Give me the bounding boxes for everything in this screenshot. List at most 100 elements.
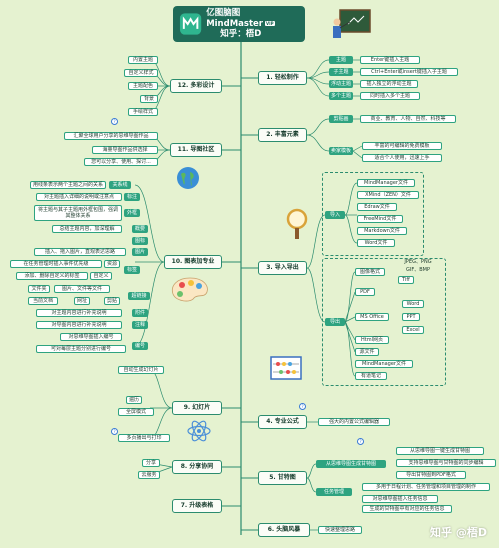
leaf-organize-thoughts[interactable]: 快速整理思路 [318,526,362,534]
branch-import-export[interactable]: 3. 导入导出 [258,261,307,275]
leaf-quick-start[interactable]: 适合个人使用，迅速上手 [362,154,442,162]
import-xmind[interactable]: XMind（ZEN）文件 [357,191,419,199]
branch-slides[interactable]: 9. 幻灯片 [172,401,222,415]
export-ms-office[interactable]: MS Office [355,313,389,321]
sub-import[interactable]: 导入 [325,211,345,219]
leaf-gantt-one-click[interactable]: 从思维导图一键生成甘特图 [396,447,484,455]
leaf-attachment[interactable]: 对主题内容进行补充说明 [36,309,122,317]
sub-floating-topic[interactable]: 浮动主题 [329,80,353,88]
leaf-community-discuss[interactable]: 您可以分享、使用、探讨... [84,158,158,166]
leaf-folder[interactable]: 文件夹 [28,285,50,293]
leaf-formula-editor[interactable]: 强大的内置公式编辑器 [318,418,390,426]
info-marker-icon[interactable]: ? [357,438,364,445]
sub-picture[interactable]: 图片 [132,248,148,256]
export-word[interactable]: Word [402,300,424,308]
branch-brainstorm-label[interactable]: 6. 头脑风暴 [258,523,310,537]
import-word[interactable]: Word文件 [357,239,395,247]
branch-easy-create[interactable]: 1. 轻松制作 [258,71,307,85]
sub-numbering[interactable]: 编号 [132,342,148,350]
sub-relation-line[interactable]: 关系线 [109,181,131,189]
mini-clip[interactable]: 剪贴 [104,297,120,305]
info-marker-icon[interactable]: ? [111,428,118,435]
leaf-gantt-pdf[interactable]: 导出甘特图到PDF格式 [396,471,466,479]
leaf-insert-task-info[interactable]: 对思维导图插入任务信息 [362,495,438,503]
export-image-formats[interactable]: 图像格式 [355,268,385,276]
export-tiff[interactable]: Tiff [398,276,414,284]
leaf-custom-tag[interactable]: 添加、删除自定义的标签 [16,272,88,280]
leaf-traverse[interactable]: 遍历 [126,396,142,404]
leaf-clipart-categories[interactable]: 商业、教育、人物、自然、科技等 [360,115,456,123]
leaf-print[interactable]: 多页播出与打印 [118,434,170,442]
leaf-boundary[interactable]: 将主题与其子主题用外框包围，强调其整体关系 [34,205,122,221]
sub-attachment[interactable]: 附件 [132,309,148,317]
import-edraw[interactable]: Edraw文件 [357,203,397,211]
sub-gantt-generate[interactable]: 从思维导图生成甘特图 [316,460,386,468]
sub-icon[interactable]: 图标 [132,237,148,245]
leaf-summary[interactable]: 总结主题内容，加深理解 [52,225,122,233]
sub-callout[interactable]: 标注 [124,193,140,201]
leaf-hand-drawn[interactable]: 手绘样式 [128,108,158,116]
branch-formula[interactable]: 4. 专业公式 [258,415,307,429]
leaf-project-management[interactable]: 多用于日程计划、任务管理和项目管理的制作 [362,483,490,491]
leaf-note[interactable]: 对导图内容进行补充说明 [36,321,122,329]
leaf-priority[interactable]: 在任务管理时插入事件优先级 [10,260,102,268]
branch-community[interactable]: 11. 导图社区 [170,143,222,157]
leaf-url[interactable]: 网址 [74,297,90,305]
leaf-auto-slides[interactable]: 自动生成幻灯片 [118,366,164,374]
sub-multiple-topics[interactable]: 多个主题 [329,92,353,100]
sub-export[interactable]: 导出 [325,318,345,326]
leaf-community-choose[interactable]: 海量导图作品供选择 [92,146,158,154]
leaf-theme-color[interactable]: 主题配色 [128,82,158,90]
leaf-level-numbering[interactable]: 可对每层主题分别进行编号 [36,345,126,353]
sub-boundary[interactable]: 外框 [124,209,140,217]
sub-topic[interactable]: 主题 [329,56,353,64]
leaf-share[interactable]: 分享 [142,459,160,467]
export-youdao[interactable]: 有道笔记 [355,372,387,380]
sub-templates[interactable]: 卖家模板 [329,147,353,155]
export-ppt[interactable]: PPT [402,313,420,321]
export-html[interactable]: Html网页 [355,336,389,344]
leaf-custom-style[interactable]: 自定义样式 [124,69,158,77]
sub-task-management[interactable]: 任务管理 [316,488,352,496]
mini-files[interactable]: 图片、文件等文件 [54,285,110,293]
sub-clipart[interactable]: 剪贴画 [329,115,353,123]
sub-subtopic[interactable]: 子主题 [329,68,353,76]
branch-colorful-design[interactable]: 12. 多彩设计 [170,79,222,93]
sub-hyperlink[interactable]: 超链接 [128,292,150,300]
leaf-current-doc[interactable]: 当前文档 [28,297,58,305]
branch-gantt[interactable]: 5. 甘特图 [258,471,307,485]
leaf-relation-line[interactable]: 用线条表示两个主题之间的关系 [30,181,106,189]
leaf-cloud[interactable]: 云服务 [138,471,160,479]
import-mindmanager[interactable]: MindManager文件 [357,179,415,187]
export-excel[interactable]: Excel [402,326,424,334]
branch-rich-elements[interactable]: 2. 丰富元素 [258,128,307,142]
leaf-community-share[interactable]: 汇聚全球用户分享的思维导图作品 [64,132,158,140]
leaf-background[interactable]: 背景 [140,95,158,103]
import-markdown[interactable]: Markdown文件 [357,227,407,235]
leaf-multi[interactable]: 同时插入多个主题 [360,92,420,100]
sub-summary[interactable]: 概要 [132,225,148,233]
leaf-gantt-sync[interactable]: 支持思维导图与甘特图的同步编辑 [396,459,496,467]
branch-share[interactable]: 8. 分享协同 [172,460,222,474]
info-marker-icon[interactable]: ? [299,403,306,410]
leaf-callout[interactable]: 对主题插入详细的说明或注意点 [36,193,122,201]
leaf-picture[interactable]: 插入、拖入图片，直观表达思路 [34,248,126,256]
leaf-free-templates[interactable]: 丰富的可编辑的免费模板 [362,142,442,150]
leaf-floating[interactable]: 插入独立的浮动主题 [360,80,418,88]
leaf-gantt-task-info[interactable]: 生成的甘特图中有对应的任务信息 [362,505,452,513]
export-source[interactable]: 源文件 [355,348,379,356]
leaf-fullscreen[interactable]: 全屏模式 [118,408,154,416]
mini-custom[interactable]: 自定义 [90,272,112,280]
branch-table[interactable]: 7. 升级表格 [172,499,222,513]
sub-tag[interactable]: 标签 [124,266,140,274]
export-pdf[interactable]: PDF [355,288,375,296]
leaf-ctrl-enter[interactable]: Ctrl+Enter或insert键插入子主题 [360,68,458,76]
leaf-builtin-theme[interactable]: 内置主题 [128,56,158,64]
export-mindmanager[interactable]: MindManager文件 [355,360,413,368]
info-marker-icon[interactable]: ? [111,118,118,125]
sub-note[interactable]: 注释 [132,321,148,329]
leaf-enter-insert[interactable]: Enter键插入主题 [360,56,420,64]
import-freemind[interactable]: FreeMind文件 [357,215,403,223]
branch-charts-pro[interactable]: 10. 图表加专业 [164,255,222,269]
